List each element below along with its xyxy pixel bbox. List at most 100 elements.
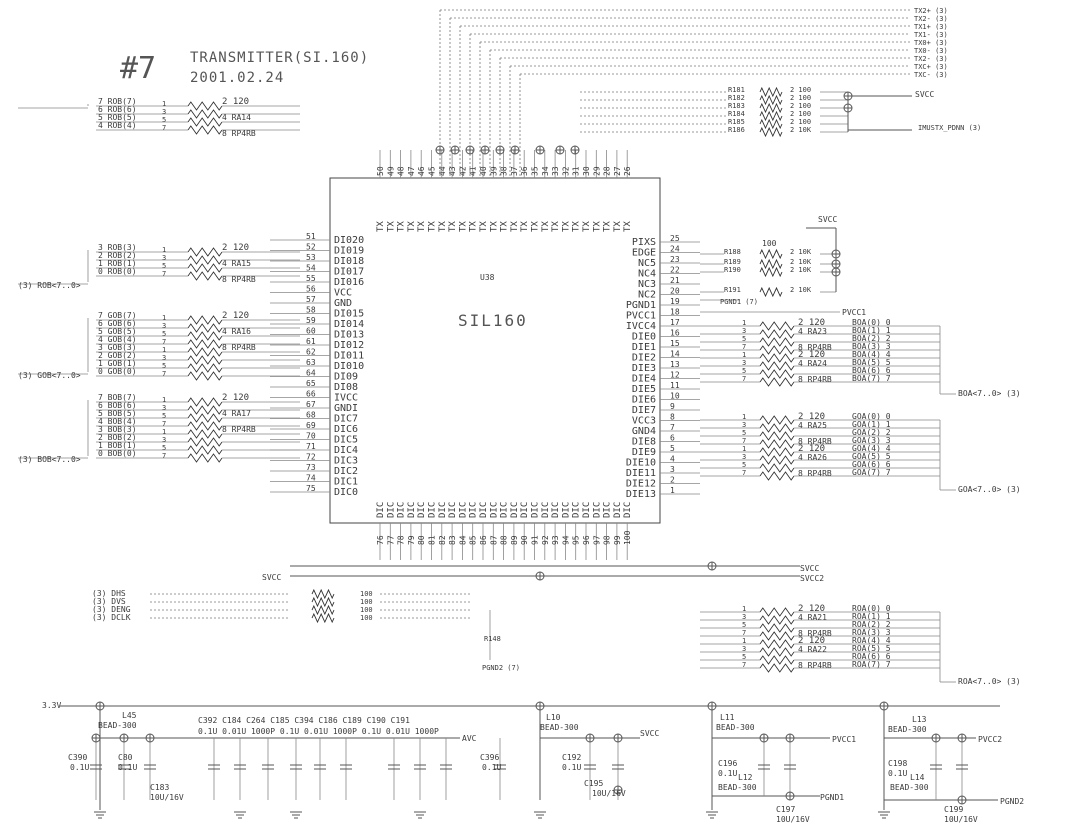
input-pin-num: 5 <box>162 116 166 124</box>
out-pin-num: 1 <box>742 413 746 421</box>
c80-val: 0.1U <box>118 763 137 772</box>
input-row-label: 3 GOB(3) <box>98 343 137 352</box>
input-pin-num: 1 <box>162 346 166 354</box>
input-pin-num: 1 <box>162 396 166 404</box>
input-resistor <box>187 117 223 127</box>
label-r148: R148 <box>484 635 501 643</box>
chip-left-pin-name: DI015 <box>334 309 364 320</box>
input-pin-num: 3 <box>162 108 166 116</box>
input-row-label: 3 ROB(3) <box>98 243 137 252</box>
c198-val: 0.1U <box>888 769 907 778</box>
chip-bottom-pin-num: 88 <box>500 535 509 545</box>
out-label: GOA(5) 5 <box>852 452 891 461</box>
l45-label: L45 <box>122 711 137 720</box>
chip-right-pin-name: DIE13 <box>626 489 656 500</box>
chip-top-pin-name: TX <box>386 221 396 232</box>
right-res-val: 2 10K <box>790 248 812 256</box>
net-svcc-top: SVCC <box>915 90 934 99</box>
chip-left-pin-num: 55 <box>306 274 316 283</box>
label-100: 100 <box>762 239 777 248</box>
sidebar-resistor <box>759 110 783 122</box>
input-row-label: 7 BOB(7) <box>98 393 137 402</box>
sidebar-resistor <box>759 102 783 114</box>
chip-right-pin-name: DIE0 <box>632 332 656 343</box>
tx-output-label: TX0+ (3) <box>914 39 948 47</box>
chip-left-pin-num: 74 <box>306 474 316 483</box>
chip-top-pin-num: 41 <box>469 166 478 176</box>
out-label: ROA(0) 0 <box>852 604 891 613</box>
bead-l14: BEAD-300 <box>890 783 929 792</box>
input-resistor <box>187 437 223 447</box>
input-row-label: 6 GOB(6) <box>98 319 137 328</box>
out-label: ROA(5) 5 <box>852 644 891 653</box>
chip-top-pin-num: 48 <box>397 166 406 176</box>
out-pin-num: 5 <box>742 621 746 629</box>
out-resistor <box>759 369 795 379</box>
l10-label: L10 <box>546 713 561 722</box>
out-pack-arr: 8 RP4RB <box>798 469 832 478</box>
chip-left-pin-num: 61 <box>306 337 316 346</box>
input-pin-num: 7 <box>162 338 166 346</box>
input-resistor <box>187 347 223 357</box>
pack-array: 8 RP4RB <box>222 275 256 284</box>
bus-roa: ROA<7..0> (3) <box>958 677 1021 686</box>
chip-right-pin-name: DIE10 <box>626 458 656 469</box>
chip-bottom-pin-name: DIC <box>520 502 530 518</box>
tx-output-label: TXC+ (3) <box>914 63 948 71</box>
l13-label: L13 <box>912 715 927 724</box>
chip-bottom-pin-num: 77 <box>386 535 395 545</box>
out-pin-num: 5 <box>742 335 746 343</box>
net-pvcc2-pw: PVCC2 <box>978 735 1002 744</box>
sync-res-val: 100 <box>360 590 373 598</box>
chip-left-pin-num: 57 <box>306 295 316 304</box>
out-resistor <box>759 337 795 347</box>
out-resistor <box>759 377 795 387</box>
chip-bottom-pin-num: 76 <box>376 535 385 545</box>
chip-right-pin-num: 17 <box>670 318 680 327</box>
chip-right-pin-num: 20 <box>670 287 680 296</box>
pack-value: 2 120 <box>222 311 249 321</box>
input-row-label: 4 BOB(4) <box>98 417 137 426</box>
tx-output-label: TXC- (3) <box>914 71 948 79</box>
input-row-label: 6 BOB(6) <box>98 401 137 410</box>
chip-left-pin-num: 63 <box>306 358 316 367</box>
left-input-groups: 7 ROB(7)16 ROB(6)35 ROB(5)54 ROB(4)72 12… <box>18 97 300 463</box>
input-row-label: 0 GOB(0) <box>98 367 137 376</box>
chip-bottom-pin-num: 92 <box>541 535 550 545</box>
chip-bottom-pin-name: DIC <box>582 502 592 518</box>
sidebar-resistor <box>759 86 783 98</box>
title-date: 2001.02.24 <box>190 70 284 86</box>
input-row-label: 4 GOB(4) <box>98 335 137 344</box>
c390-val: 0.1U <box>70 763 89 772</box>
chip-left-pin-num: 64 <box>306 369 316 378</box>
right-resistor <box>759 286 783 298</box>
out-resistor <box>759 463 795 473</box>
chip-right-pin-name: DIE7 <box>632 405 656 416</box>
input-pin-num: 7 <box>162 420 166 428</box>
chip-bottom-pin-name: DIC <box>448 502 458 518</box>
chip-bottom-pin-name: DIC <box>407 502 417 518</box>
net-svcc-right: SVCC <box>800 564 819 573</box>
chip-bottom-pin-num: 91 <box>531 535 540 545</box>
sync-res-val: 100 <box>360 606 373 614</box>
chip-top-pin-name: TX <box>376 221 386 232</box>
chip-left-pin-name: DIC5 <box>334 435 358 446</box>
chip-top-pin-num: 29 <box>592 166 601 176</box>
chip-top-pin-num: 27 <box>613 166 622 176</box>
net-avc: AVC <box>462 734 477 743</box>
out-pack-ref: 4 RA25 <box>798 421 827 430</box>
chip-left-pin-num: 53 <box>306 253 316 262</box>
chip-left-pins: DI02051DI01952DI01853DI01754DI01655VCC56… <box>270 232 364 498</box>
c80-label: C80 <box>118 753 133 762</box>
chip-bottom-pin-name: DIC <box>500 502 510 518</box>
c195-val: 10U/16V <box>592 789 626 798</box>
out-pack-ref: 4 RA22 <box>798 645 827 654</box>
net-pgnd1-pw: PGND1 <box>820 793 844 802</box>
out-label: ROA(3) 3 <box>852 628 891 637</box>
c198-label: C198 <box>888 759 907 768</box>
chip-bottom-pin-name: DIC <box>531 502 541 518</box>
c183-val: 10U/16V <box>150 793 184 802</box>
c199-val: 10U/16V <box>944 815 978 824</box>
bead-l12: BEAD-300 <box>718 783 757 792</box>
out-label: BOA(0) 0 <box>852 318 891 327</box>
